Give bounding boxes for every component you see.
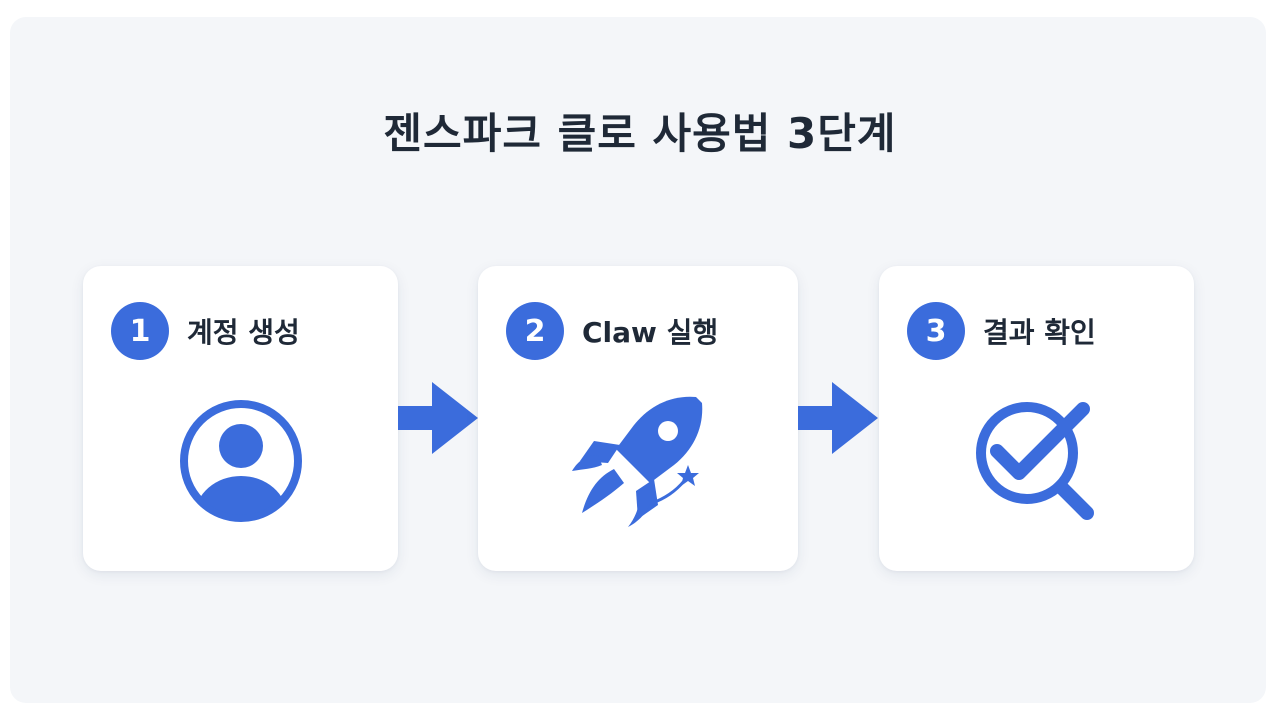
- arrow-right-icon: [798, 378, 878, 458]
- user-account-icon: [171, 391, 311, 531]
- step-label: 결과 확인: [983, 316, 1096, 349]
- diagram-title: 젠스파크 클로 사용법 3단계: [383, 109, 897, 158]
- step-number-badge: 2: [506, 302, 564, 360]
- step-label: Claw 실행: [582, 316, 719, 349]
- step-card-run-claw: 2 Claw 실행: [478, 266, 798, 571]
- magnifier-check-icon: [967, 391, 1107, 531]
- arrow-right-icon: [398, 378, 478, 458]
- step-number-badge: 3: [907, 302, 965, 360]
- step-number-badge: 1: [111, 302, 169, 360]
- rocket-icon: [568, 391, 708, 531]
- step-header: 1 계정 생성: [111, 302, 300, 360]
- step-header: 2 Claw 실행: [506, 302, 718, 360]
- step-label: 계정 생성: [187, 316, 300, 349]
- step-card-create-account: 1 계정 생성: [83, 266, 398, 571]
- step-header: 3 결과 확인: [907, 302, 1096, 360]
- step-card-check-result: 3 결과 확인: [879, 266, 1194, 571]
